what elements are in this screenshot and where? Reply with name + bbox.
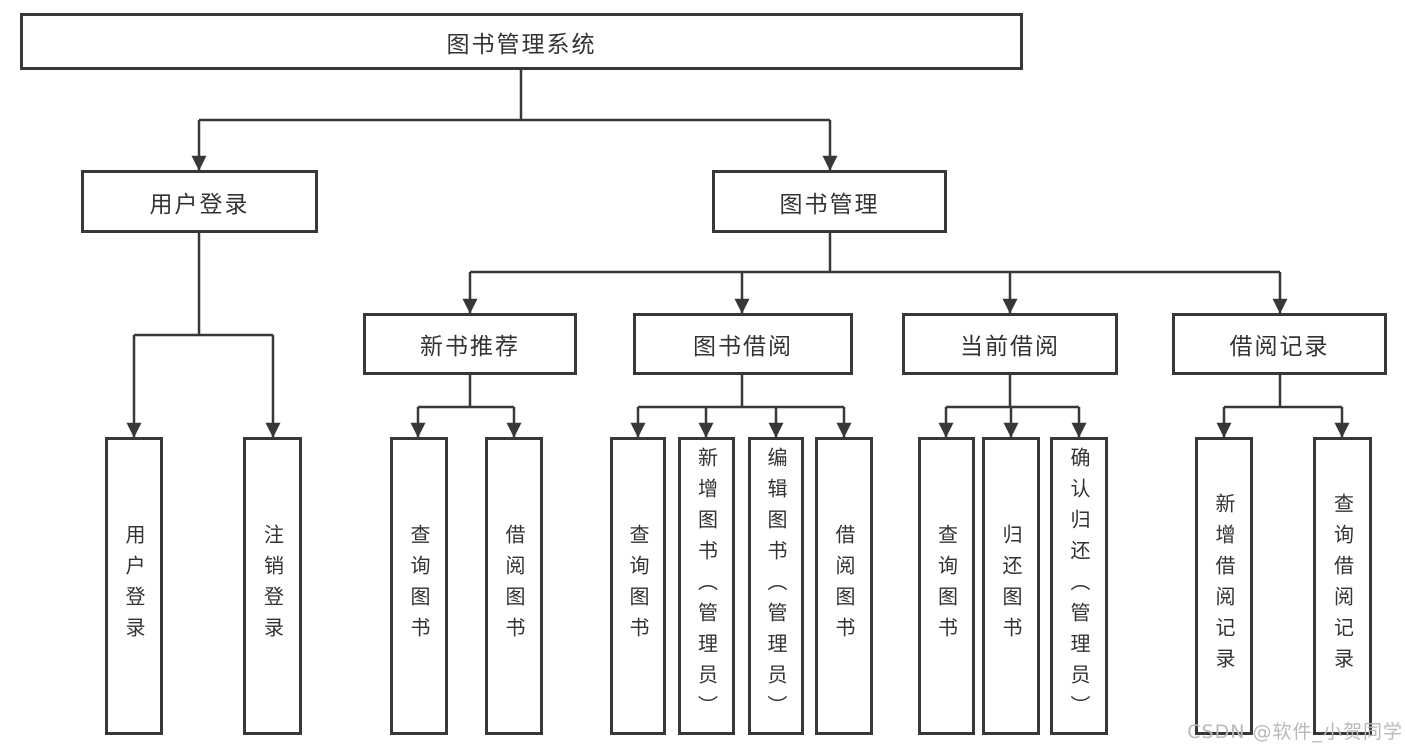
leaf-records-add-record: 新增借阅记录 — [1195, 437, 1253, 735]
leaf-borrow-add-books-admin: 新增图书（管理员） — [678, 437, 735, 735]
node-new-book-recommend: 新书推荐 — [363, 313, 577, 375]
leaf-current-return-books: 归还图书 — [982, 437, 1040, 735]
leaf-recommend-borrow-books: 借阅图书 — [485, 437, 543, 735]
leaf-borrow-query-books: 查询图书 — [610, 437, 666, 735]
node-current-borrow: 当前借阅 — [902, 313, 1118, 375]
node-user-login-group: 用户登录 — [81, 170, 318, 233]
leaf-current-confirm-return-admin: 确认归还（管理员） — [1050, 437, 1108, 735]
node-book-management-group: 图书管理 — [712, 170, 947, 233]
leaf-user-login: 用户登录 — [105, 437, 163, 735]
node-book-borrow: 图书借阅 — [633, 313, 853, 375]
leaf-logout: 注销登录 — [243, 437, 302, 735]
leaf-recommend-query-books: 查询图书 — [390, 437, 448, 735]
leaf-borrow-edit-books-admin: 编辑图书（管理员） — [748, 437, 804, 735]
leaf-borrow-borrow-books: 借阅图书 — [815, 437, 873, 735]
leaf-current-query-books: 查询图书 — [918, 437, 975, 735]
leaf-records-query-record: 查询借阅记录 — [1313, 437, 1372, 735]
node-borrow-records: 借阅记录 — [1172, 313, 1387, 375]
node-root-system: 图书管理系统 — [20, 13, 1023, 70]
